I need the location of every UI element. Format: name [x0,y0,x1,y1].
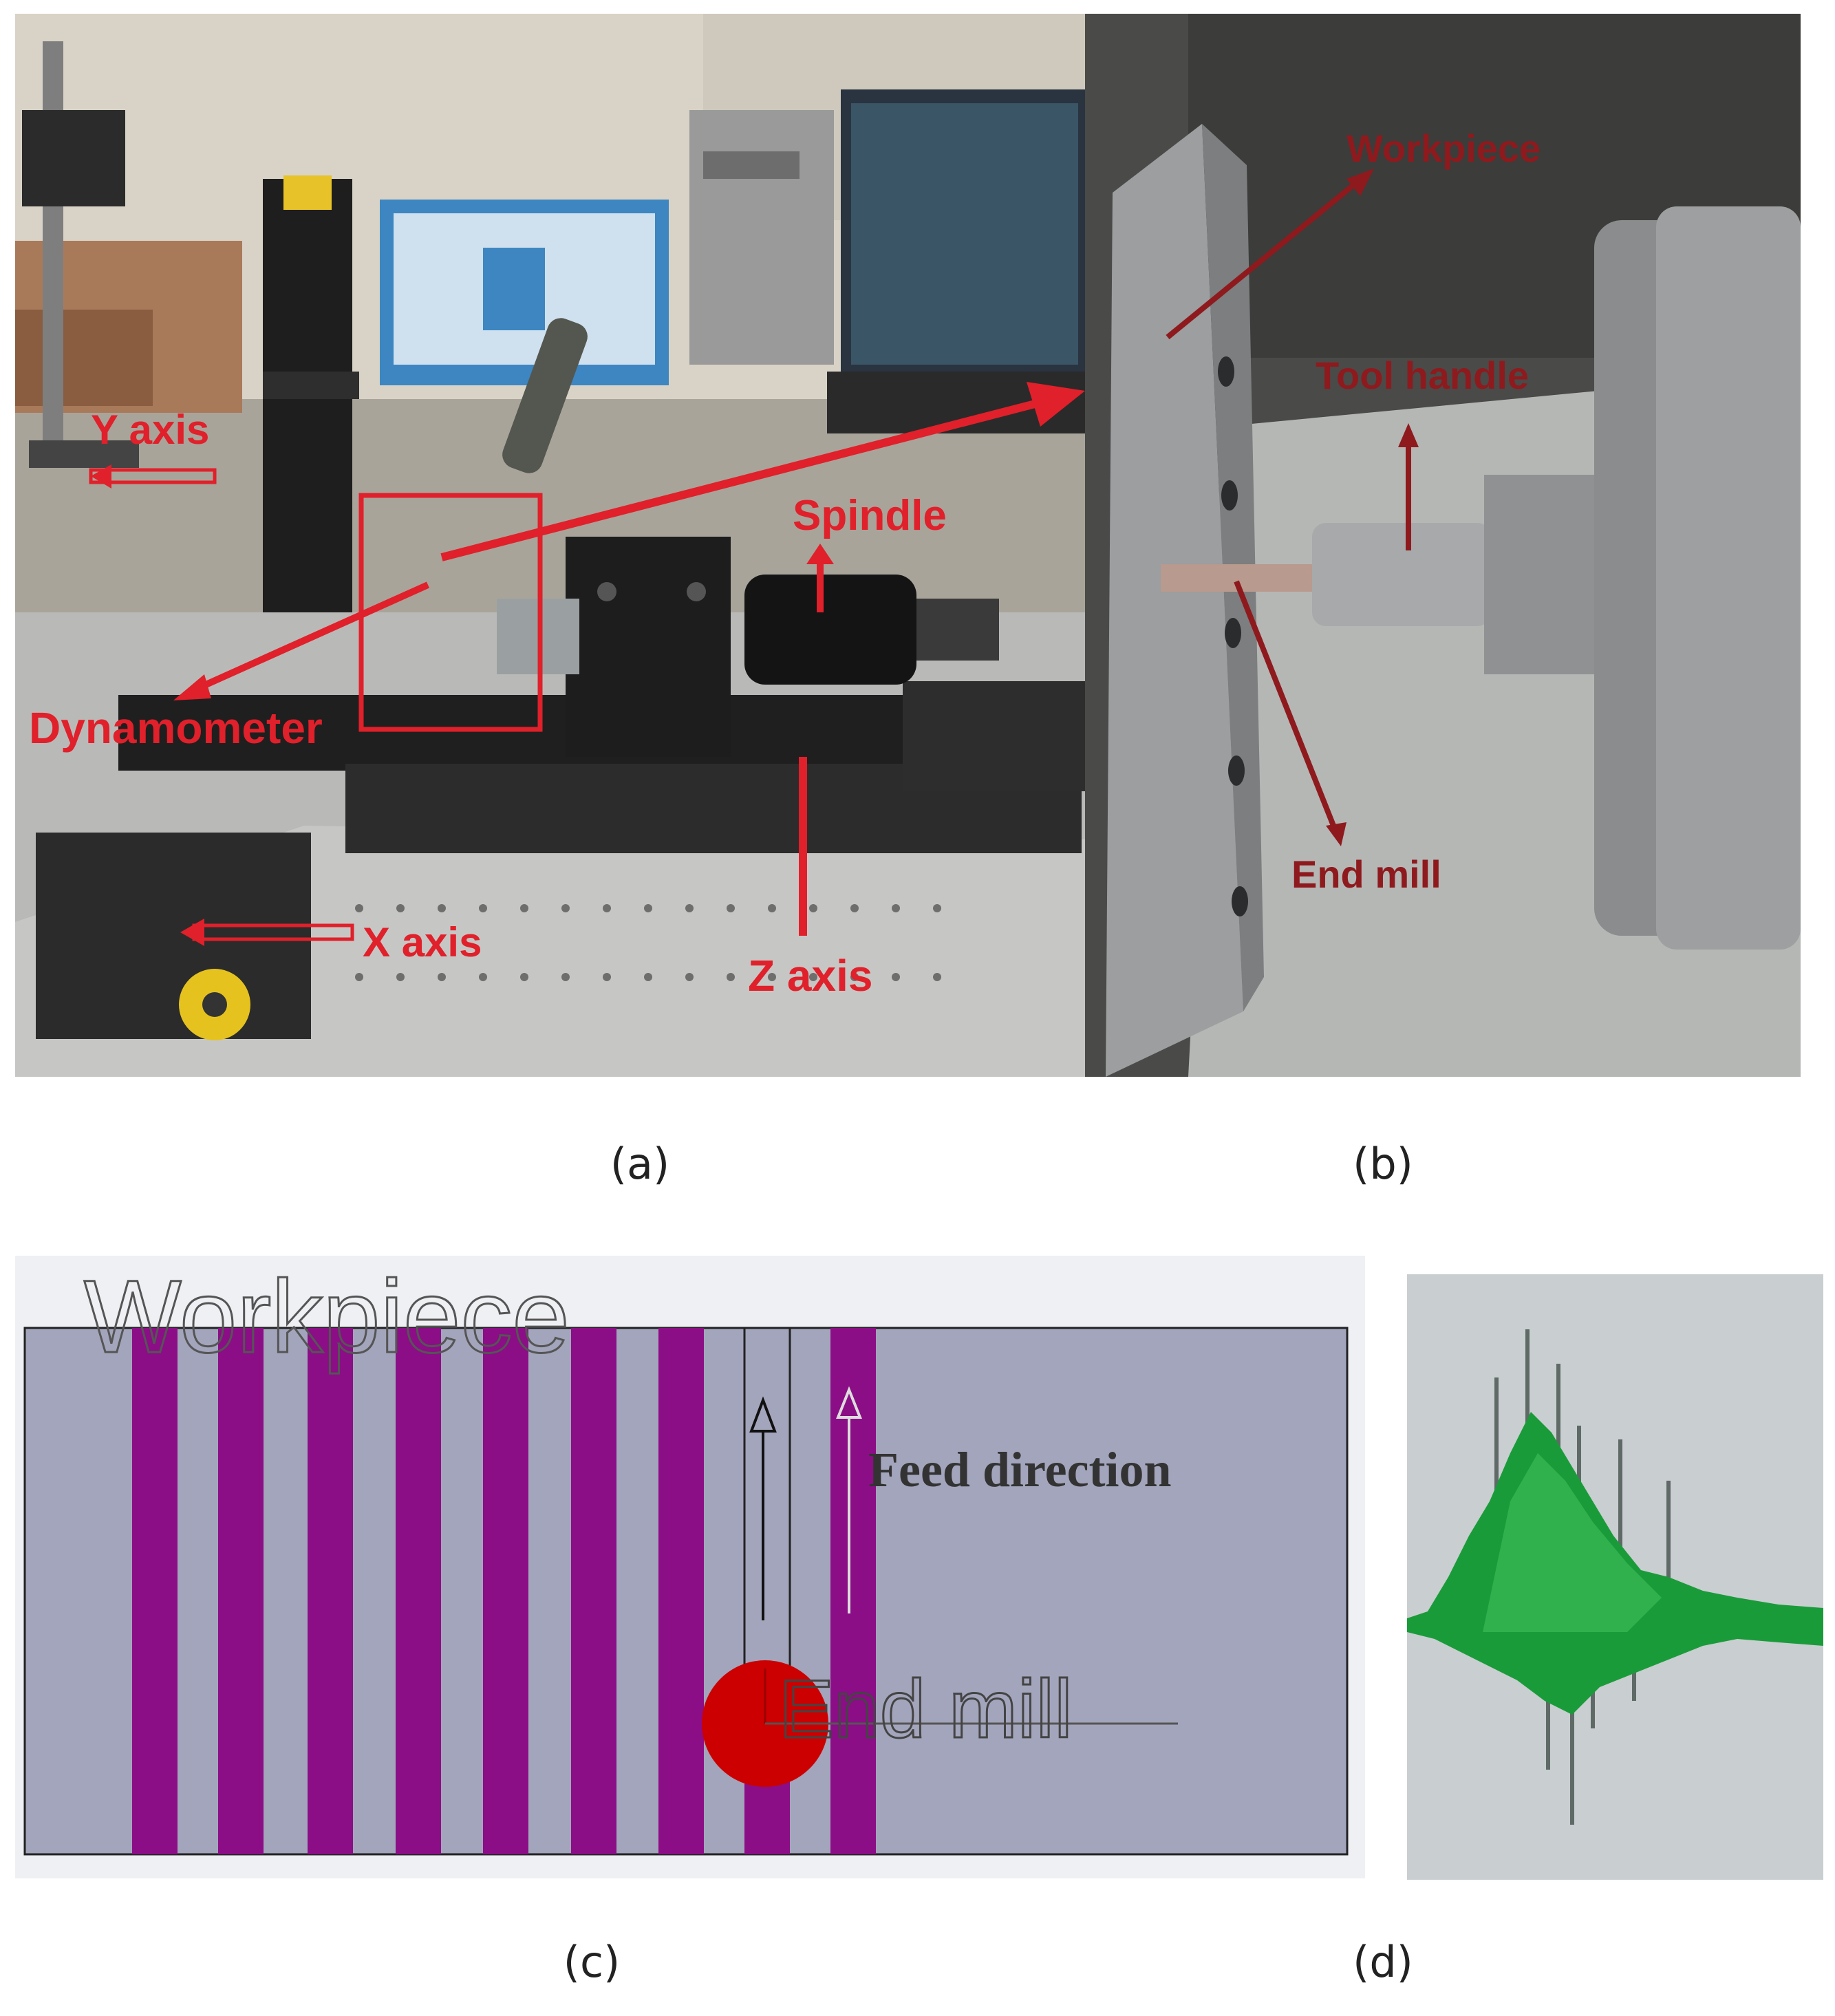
x-axis-label: X axis [363,919,482,965]
feed-direction-label: Feed direction [868,1442,1172,1497]
end-mill-label-c: End mill [779,1663,1073,1755]
end-mill-label-b: End mill [1291,852,1441,896]
machined-slots [132,1328,876,1854]
setup-photo-illustration: Y axis Dynamometer Spindle Z axis X axis [15,14,1085,1077]
closeup-photo-panel: Workpiece Tool handle End mill [1085,14,1801,1077]
caption-a: (a) [610,1139,670,1189]
setup-photo-panel: Y axis Dynamometer Spindle Z axis X axis [15,14,1085,1077]
slot-diagram-panel: Workpiece Feed direction End mill [15,1256,1365,1878]
dynamometer-label: Dynamometer [29,703,323,753]
spindle-label: Spindle [793,492,947,539]
signal-trace [1407,1274,1823,1880]
slot-diagram: Workpiece Feed direction End mill [23,1258,1349,1856]
workpiece-label-c: Workpiece [84,1258,570,1374]
caption-d: (d) [1353,1937,1413,1987]
tool-handle-label: Tool handle [1316,354,1529,397]
z-axis-label: Z axis [748,951,872,1000]
caption-b: (b) [1353,1139,1413,1189]
closeup-photo-illustration: Workpiece Tool handle End mill [1085,14,1801,1077]
caption-c: (c) [563,1937,621,1987]
signal-panel [1407,1274,1823,1880]
y-axis-label: Y axis [91,407,209,453]
workpiece-label-b: Workpiece [1346,127,1541,170]
